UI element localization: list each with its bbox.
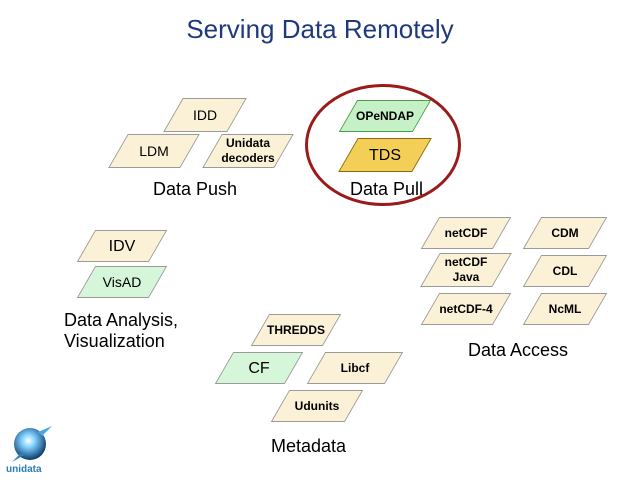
ldm-shape: LDM xyxy=(118,134,190,168)
udunits-label: Udunits xyxy=(294,398,340,413)
unidata-logo-text: unidata xyxy=(6,464,42,475)
highlight-ring xyxy=(305,84,461,206)
idd-label: IDD xyxy=(192,106,218,123)
ncml-label: NcML xyxy=(548,301,582,316)
visualization-label: Visualization xyxy=(64,331,165,351)
libcf-label: Libcf xyxy=(340,360,370,375)
netcdf-java-label: netCDF Java xyxy=(444,255,488,284)
unidata-decoders-shape: Unidata decoders xyxy=(212,134,284,168)
unidata-globe-icon xyxy=(12,426,52,462)
cdl-label: CDL xyxy=(552,263,578,278)
netcdf-java-shape: netCDF Java xyxy=(430,253,502,287)
ncml-shape: NcML xyxy=(532,293,598,325)
visad-shape: VisAD xyxy=(86,266,158,298)
ldm-label: LDM xyxy=(139,142,169,159)
slide-title: Serving Data Remotely xyxy=(186,14,454,44)
thredds-label: THREDDS xyxy=(266,322,325,337)
tds-shape: TDS xyxy=(348,138,422,172)
data-pull-label: Data Pull xyxy=(350,179,424,199)
cdl-shape: CDL xyxy=(532,255,598,287)
data-analysis-label: Data Analysis, xyxy=(64,310,179,330)
cdm-shape: CDM xyxy=(532,217,598,249)
cf-shape: CF xyxy=(224,352,294,384)
netcdf-label: netCDF xyxy=(444,225,488,240)
data-access-label: Data Access xyxy=(468,340,569,360)
netcdf4-label: netCDF-4 xyxy=(439,301,493,316)
netcdf-shape: netCDF xyxy=(430,217,502,249)
opendap-shape: OPeNDAP xyxy=(348,100,422,132)
idv-label: IDV xyxy=(108,237,136,255)
libcf-shape: Libcf xyxy=(316,352,394,384)
unidata-decoders-label: Unidata decoders xyxy=(221,136,275,165)
cdm-label: CDM xyxy=(551,225,579,240)
netcdf4-shape: netCDF-4 xyxy=(430,293,502,325)
metadata-label: Metadata xyxy=(271,436,347,456)
udunits-shape: Udunits xyxy=(280,390,354,422)
thredds-shape: THREDDS xyxy=(260,314,332,346)
opendap-label: OPeNDAP xyxy=(355,108,414,123)
idd-shape: IDD xyxy=(173,98,237,132)
data-push-label: Data Push xyxy=(153,179,238,199)
idv-shape: IDV xyxy=(86,230,158,262)
visad-label: VisAD xyxy=(102,273,142,290)
cf-label: CF xyxy=(248,359,270,377)
tds-label: TDS xyxy=(369,146,401,164)
